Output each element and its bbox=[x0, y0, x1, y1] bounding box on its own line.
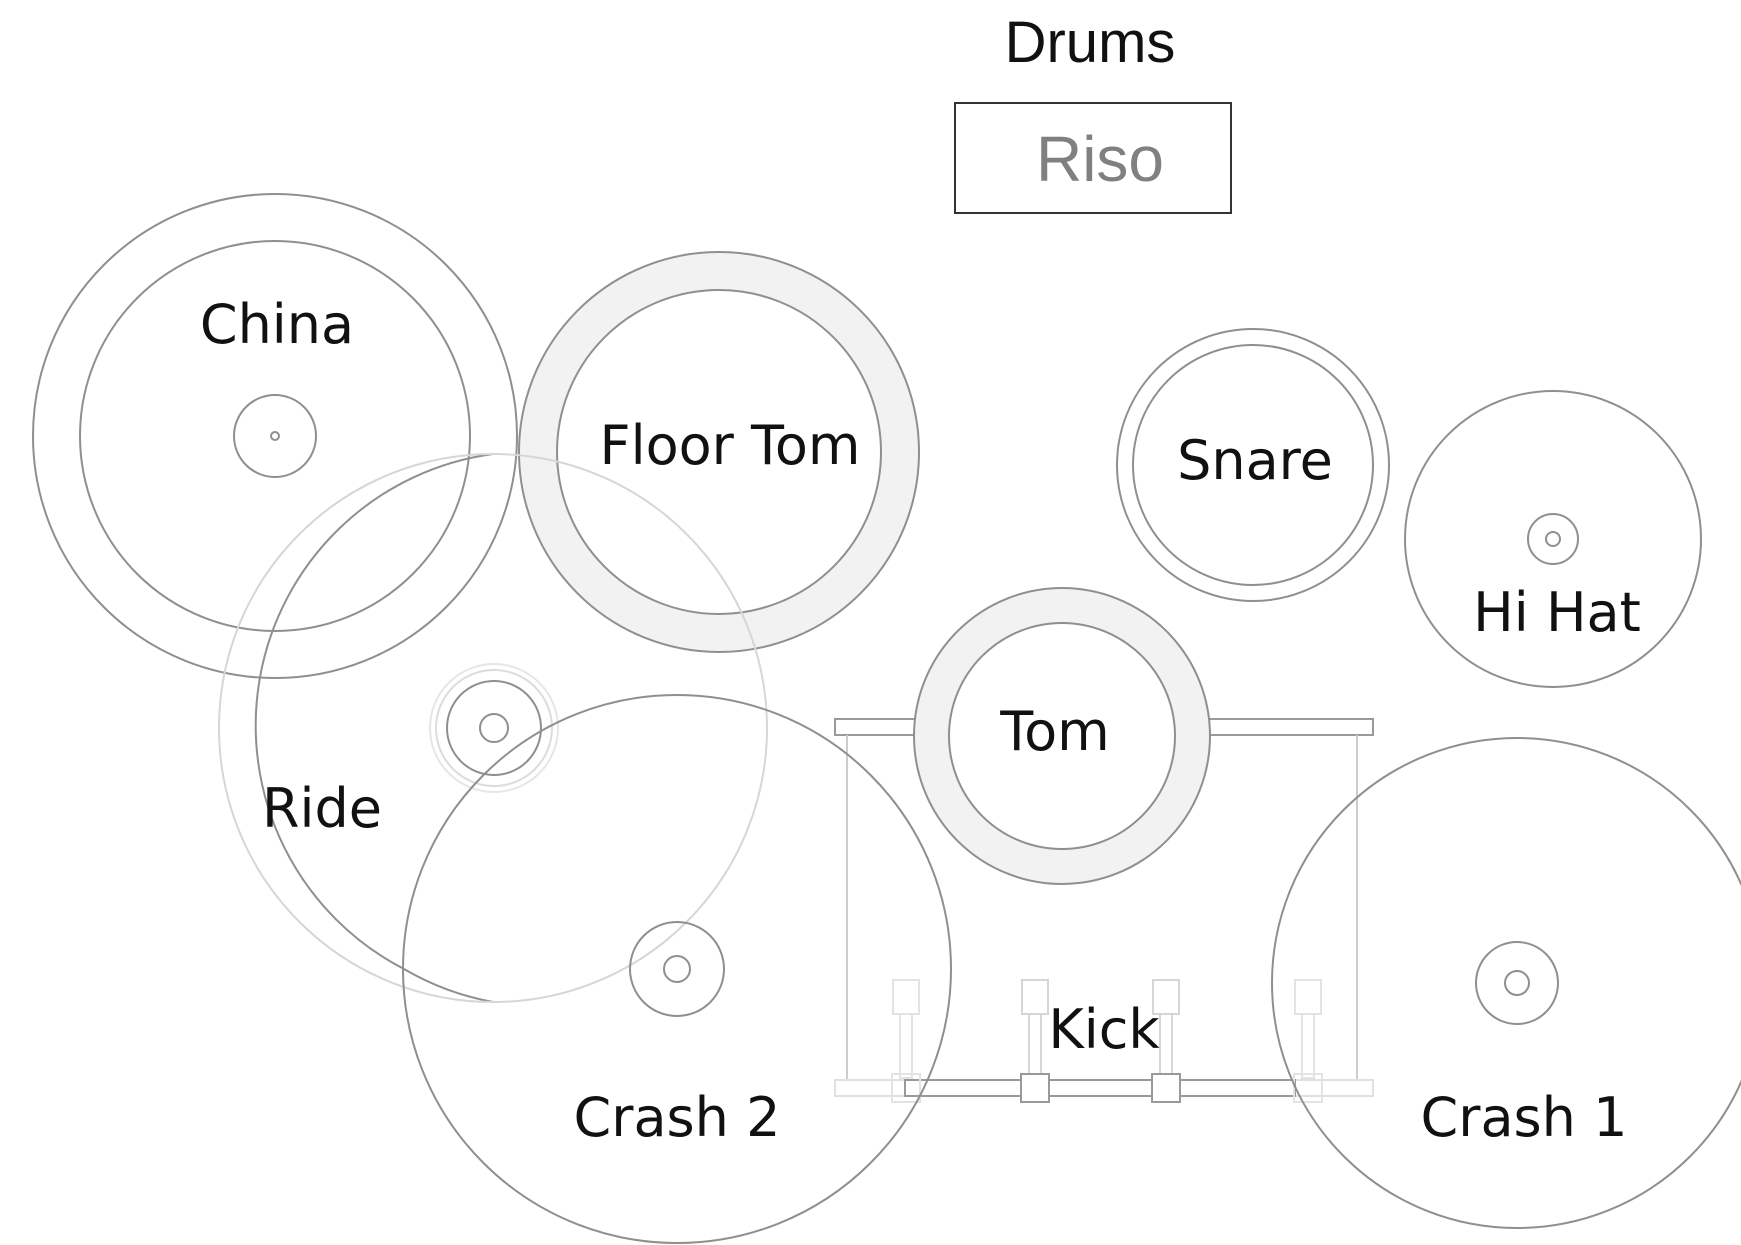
china-pad[interactable]: China bbox=[32, 193, 518, 679]
snare-pad[interactable]: Snare bbox=[1116, 328, 1390, 602]
crash-2-pad[interactable]: Crash 2 bbox=[402, 694, 952, 1244]
hi-hat-pad[interactable]: Hi Hat bbox=[1404, 390, 1702, 688]
crash-2-hit-area[interactable] bbox=[403, 695, 951, 1243]
kick-label: Kick bbox=[1048, 998, 1160, 1061]
page-title: Drums bbox=[1005, 10, 1176, 75]
tom-pad[interactable]: Tom bbox=[913, 587, 1211, 885]
tom-label: Tom bbox=[999, 700, 1109, 763]
china-hit-area[interactable] bbox=[33, 194, 517, 678]
ride-label: Ride bbox=[262, 777, 382, 840]
floor-tom-label: Floor Tom bbox=[600, 414, 861, 477]
preset-button-frame[interactable] bbox=[954, 102, 1232, 214]
china-label: China bbox=[200, 293, 354, 356]
crash-1-hit-area[interactable] bbox=[1272, 738, 1741, 1228]
crash-1-pad[interactable]: Crash 1 bbox=[1271, 737, 1741, 1229]
snare-label: Snare bbox=[1177, 429, 1333, 492]
crash-1-label: Crash 1 bbox=[1421, 1086, 1628, 1149]
floor-tom-pad[interactable]: Floor Tom bbox=[518, 251, 920, 653]
crash-2-label: Crash 2 bbox=[574, 1086, 781, 1149]
preset-button-label: Riso bbox=[1036, 123, 1164, 195]
preset-button[interactable]: Riso bbox=[954, 102, 1232, 214]
hi-hat-label: Hi Hat bbox=[1473, 581, 1641, 644]
